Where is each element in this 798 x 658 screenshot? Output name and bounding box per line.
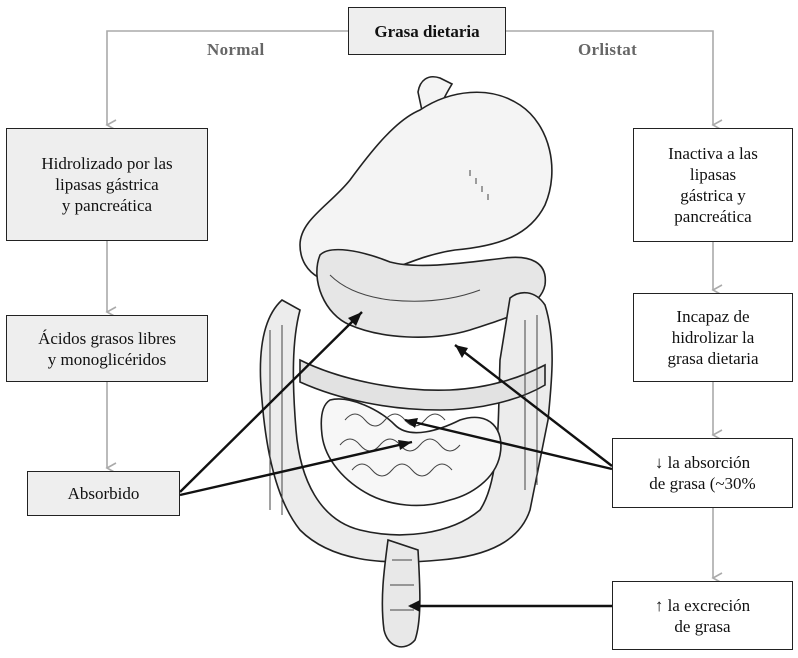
- pointer-absorcion-lower: [405, 420, 612, 469]
- box-absorcion-grasa: ↓ la absorción de grasa (~30%: [612, 438, 793, 508]
- box-absorbido: Absorbido: [27, 471, 180, 516]
- box-inactiva-lipasas: Inactiva a las lipasas gástrica y pancre…: [633, 128, 793, 242]
- branch-label-orlistat: Orlistat: [578, 40, 637, 60]
- box-acidos-grasos: Ácidos grasos libres y monoglicéridos: [6, 315, 208, 382]
- box-excrecion-grasa: ↑ la excreción de grasa: [612, 581, 793, 650]
- box-incapaz-hidrolizar: Incapaz de hidrolizar la grasa dietaria: [633, 293, 793, 382]
- pointer-absorbido-lower: [180, 442, 412, 495]
- arrowhead-3: [455, 345, 468, 358]
- branch-label-normal: Normal: [207, 40, 265, 60]
- top-box-grasa-dietaria: Grasa dietaria: [348, 7, 506, 55]
- box-hidrolizado: Hidrolizado por las lipasas gástrica y p…: [6, 128, 208, 241]
- arrowhead-5: [408, 600, 420, 612]
- pointer-absorcion-upper: [455, 345, 612, 466]
